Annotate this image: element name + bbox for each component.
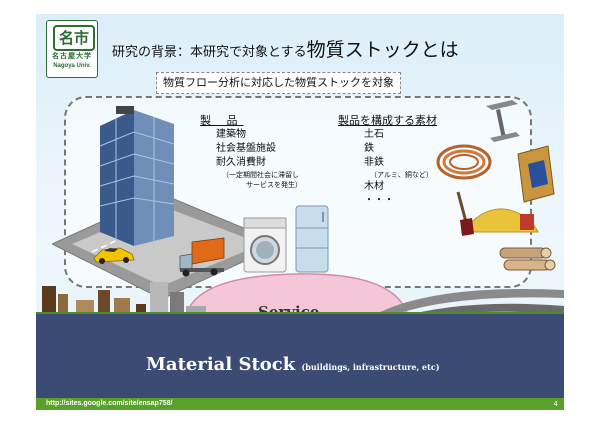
slide-frame: 名市 名古屋大学 Nagoya Univ. 研究の背景：本研究で対象とする物質ス… xyxy=(36,14,564,398)
title-emphasis: 物質ストックとは xyxy=(306,39,459,61)
products-list: 建築物 社会基盤施設 耐久消費財 （一定期間社会に滞留し サービスを発生） xyxy=(216,128,302,190)
service-bump xyxy=(185,273,409,317)
material-stock-ground xyxy=(36,314,564,398)
footer-bar: http://sites.google.com/site/ensap758/ 4 xyxy=(36,398,564,410)
material-note: （アルミ、銅など） xyxy=(370,171,433,179)
product-item: 建築物 xyxy=(216,129,246,140)
sand-pile-icon xyxy=(460,208,539,233)
materials-list: 土石 鉄 非鉄 （アルミ、銅など） 木材 ・・・ xyxy=(364,128,433,208)
slide-title: 研究の背景：本研究で対象とする物質ストックとは xyxy=(112,35,459,62)
product-note-line2: サービスを発生） xyxy=(246,181,302,189)
product-note-line1: （一定期間社会に滞留し xyxy=(222,171,299,179)
material-stock-label: Material Stock (buildings, infrastructur… xyxy=(146,354,440,375)
materials-heading: 製品を構成する素材 xyxy=(338,114,437,127)
sports-car-icon xyxy=(93,247,135,264)
material-item: 土石 xyxy=(364,129,384,140)
washing-machine-icon xyxy=(243,217,287,273)
product-item: 社会基盤施設 xyxy=(216,143,276,154)
logo-english-name: Nagoya Univ. xyxy=(53,63,91,69)
products-heading: 製 品 xyxy=(200,114,244,127)
dump-truck-icon xyxy=(179,237,225,277)
refrigerator-icon xyxy=(295,205,329,273)
page-number: 4 xyxy=(553,400,558,408)
title-prefix: 研究の背景：本研究で対象とする xyxy=(112,45,307,60)
university-logo: 名市 名古屋大学 Nagoya Univ. xyxy=(46,20,98,78)
panel-subtitle: 物質フロー分析に対応した物質ストックを対象 xyxy=(156,72,401,94)
steel-beam-icon xyxy=(486,100,520,142)
office-building-icon xyxy=(99,106,175,246)
material-ellipsis: ・・・ xyxy=(364,195,394,206)
copper-coil-icon xyxy=(436,144,492,180)
stock-main-text: Material Stock xyxy=(146,354,296,375)
timber-logs-icon xyxy=(499,247,556,271)
material-item: 鉄 xyxy=(364,143,374,154)
material-item: 木材 xyxy=(364,181,384,192)
footer-url-link[interactable]: http://sites.google.com/site/ensap758/ xyxy=(46,400,173,407)
stock-sub-text: (buildings, infrastructure, etc) xyxy=(301,362,440,372)
material-item: 非鉄 xyxy=(364,157,384,168)
product-item: 耐久消費財 xyxy=(216,157,266,168)
logo-japanese-name: 名古屋大学 xyxy=(52,52,92,60)
shovel-icon xyxy=(456,191,474,236)
cement-bag-icon xyxy=(517,145,555,203)
logo-mark: 名市 xyxy=(53,25,95,51)
